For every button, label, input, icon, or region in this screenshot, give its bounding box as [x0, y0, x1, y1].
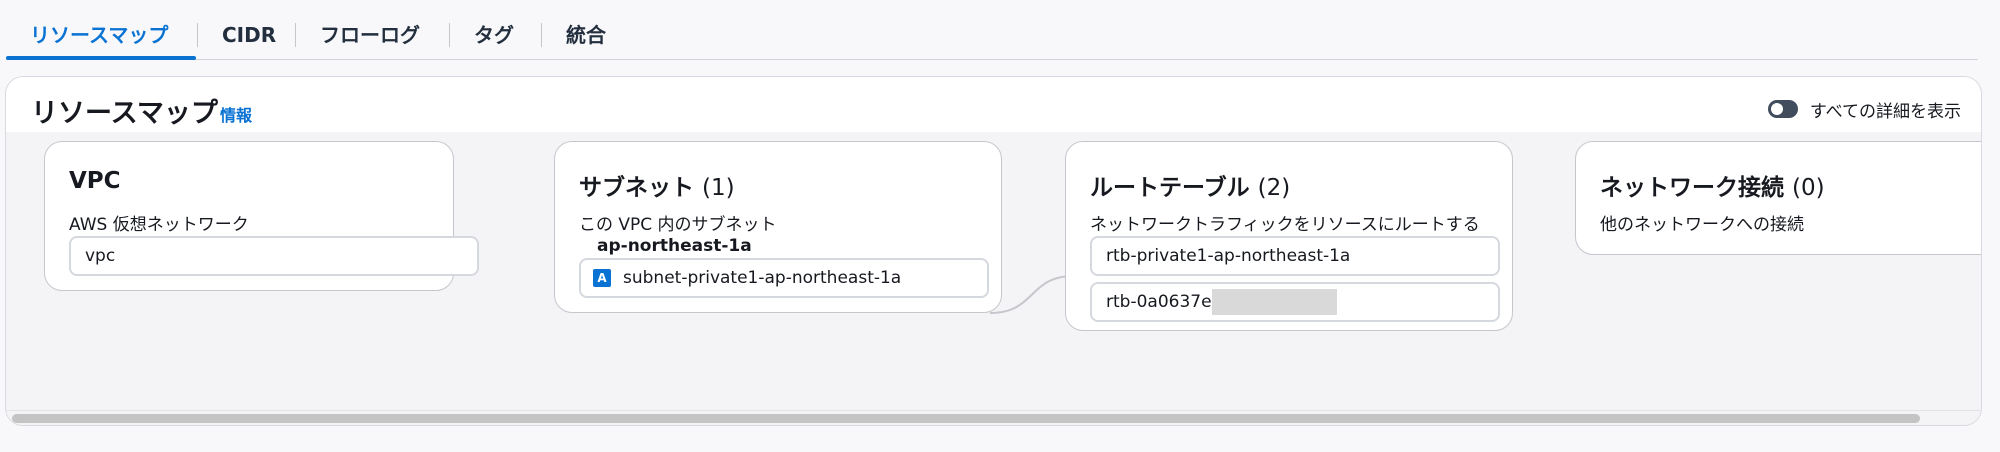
- card-description: 他のネットワークへの接続: [1600, 215, 1804, 235]
- card-title-text: サブネット: [579, 175, 694, 201]
- card-count: (2): [1257, 175, 1291, 201]
- tab-label: 統合: [566, 23, 606, 47]
- tab-active-indicator: [6, 56, 196, 60]
- card-description: ネットワークトラフィックをリソースにルートする: [1090, 215, 1480, 235]
- show-details-toggle[interactable]: [1767, 100, 1798, 118]
- route-table-resource[interactable]: rtb-0a0637e: [1090, 282, 1500, 322]
- horizontal-scrollbar[interactable]: [6, 410, 1981, 425]
- vpc-resource[interactable]: vpc: [69, 236, 479, 276]
- tab-flow-logs[interactable]: フローログ: [296, 0, 444, 58]
- az-badge-icon: A: [593, 269, 611, 287]
- card-title: サブネット (1): [579, 168, 735, 202]
- redacted-text: [1211, 289, 1337, 315]
- resource-label: rtb-private1-ap-northeast-1a: [1106, 246, 1351, 266]
- resource-label: subnet-private1-ap-northeast-1a: [623, 268, 902, 288]
- card-title-text: ネットワーク接続: [1600, 175, 1784, 201]
- map-canvas: VPC AWS 仮想ネットワーク vpc サブネット (1) この VPC 内の…: [6, 132, 1981, 410]
- tab-separator: [295, 23, 296, 47]
- tab-label: フローログ: [320, 23, 420, 47]
- network-connections-card: ネットワーク接続 (0) 他のネットワークへの接続: [1575, 141, 1981, 255]
- tab-label: タグ: [474, 23, 514, 47]
- tab-tags[interactable]: タグ: [450, 0, 538, 58]
- resource-map-panel: リソースマップ 情報 すべての詳細を表示 VPC AWS 仮想ネットワーク vp…: [5, 76, 1982, 426]
- panel-title: リソースマップ: [31, 98, 218, 129]
- resource-label: rtb-0a0637e: [1106, 292, 1212, 312]
- show-details-toggle-group: すべての詳細を表示: [1767, 96, 1961, 122]
- scrollbar-thumb[interactable]: [12, 414, 1920, 423]
- availability-zone-label: ap-northeast-1a: [597, 236, 752, 256]
- toggle-label: すべての詳細を表示: [1809, 101, 1961, 122]
- card-count: (1): [702, 175, 735, 201]
- tab-label: CIDR: [222, 23, 277, 47]
- tab-label: リソースマップ: [30, 23, 169, 47]
- tab-separator: [541, 23, 542, 47]
- subnet-card: サブネット (1) この VPC 内のサブネット ap-northeast-1a…: [554, 141, 1002, 313]
- tab-bar: リソースマップ CIDR フローログ タグ 統合: [6, 0, 1978, 60]
- vpc-card: VPC AWS 仮想ネットワーク vpc: [44, 141, 479, 291]
- card-title: ルートテーブル (2): [1090, 168, 1290, 202]
- tab-separator: [197, 23, 198, 47]
- card-title: VPC: [69, 168, 121, 194]
- tab-integrations[interactable]: 統合: [542, 0, 630, 58]
- connector-line: [989, 275, 1075, 314]
- tab-cidr[interactable]: CIDR: [198, 0, 300, 58]
- card-description: AWS 仮想ネットワーク: [69, 215, 249, 235]
- resource-label: vpc: [85, 246, 116, 266]
- card-count: (0): [1792, 175, 1825, 201]
- card-title: ネットワーク接続 (0): [1600, 168, 1825, 202]
- info-link[interactable]: 情報: [220, 106, 253, 125]
- card-description: この VPC 内のサブネット: [579, 215, 777, 235]
- route-table-card: ルートテーブル (2) ネットワークトラフィックをリソースにルートする rtb-…: [1065, 141, 1513, 331]
- card-title-text: VPC: [69, 168, 121, 194]
- tab-resource-map[interactable]: リソースマップ: [6, 0, 196, 60]
- route-table-resource[interactable]: rtb-private1-ap-northeast-1a: [1090, 236, 1500, 276]
- toggle-knob: [1770, 103, 1783, 115]
- subnet-resource[interactable]: A subnet-private1-ap-northeast-1a: [579, 258, 989, 298]
- tab-separator: [449, 23, 450, 47]
- card-title-text: ルートテーブル: [1090, 175, 1250, 201]
